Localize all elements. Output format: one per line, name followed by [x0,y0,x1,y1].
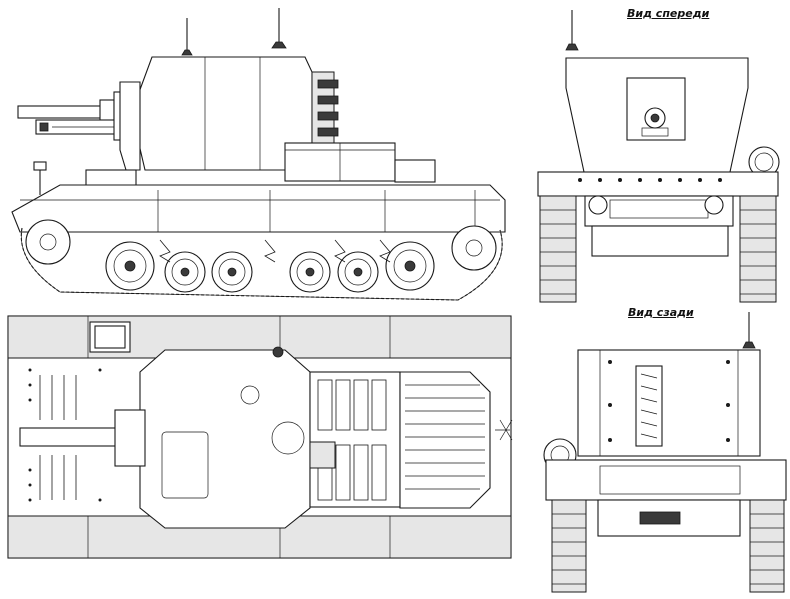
rear-grille [399,371,491,509]
side-view [11,8,506,301]
rear-view-caption: Вид сзади [628,306,694,319]
engine-deck [309,371,401,508]
rear-view [543,312,787,593]
front-view-caption: Вид спереди [627,7,710,20]
rear-superstructure [577,349,761,457]
compartment-roof [139,349,311,529]
top-rivets [28,368,102,502]
top-view [7,315,513,559]
roof-hatch-rect [161,431,209,499]
gun-barrel-top [19,427,121,447]
track-guard-right [7,515,512,559]
front-tracks [539,195,777,303]
roof-hatch-small [240,385,260,405]
rear-tracks [551,499,785,593]
drive-sprocket [25,219,71,265]
engine-louvres [317,379,387,501]
front-hull-upper [537,171,779,197]
idler-wheel [451,225,497,271]
rear-ammo-door [635,365,663,447]
side-rivets [317,79,339,137]
hull-side [11,184,506,233]
roof-hatch-large [271,421,305,455]
front-lower-plate [591,225,729,257]
front-view [537,10,780,303]
suspension [159,239,391,263]
rear-hull [545,459,787,501]
gun-barrel [17,105,109,119]
road-wheels [105,241,435,293]
